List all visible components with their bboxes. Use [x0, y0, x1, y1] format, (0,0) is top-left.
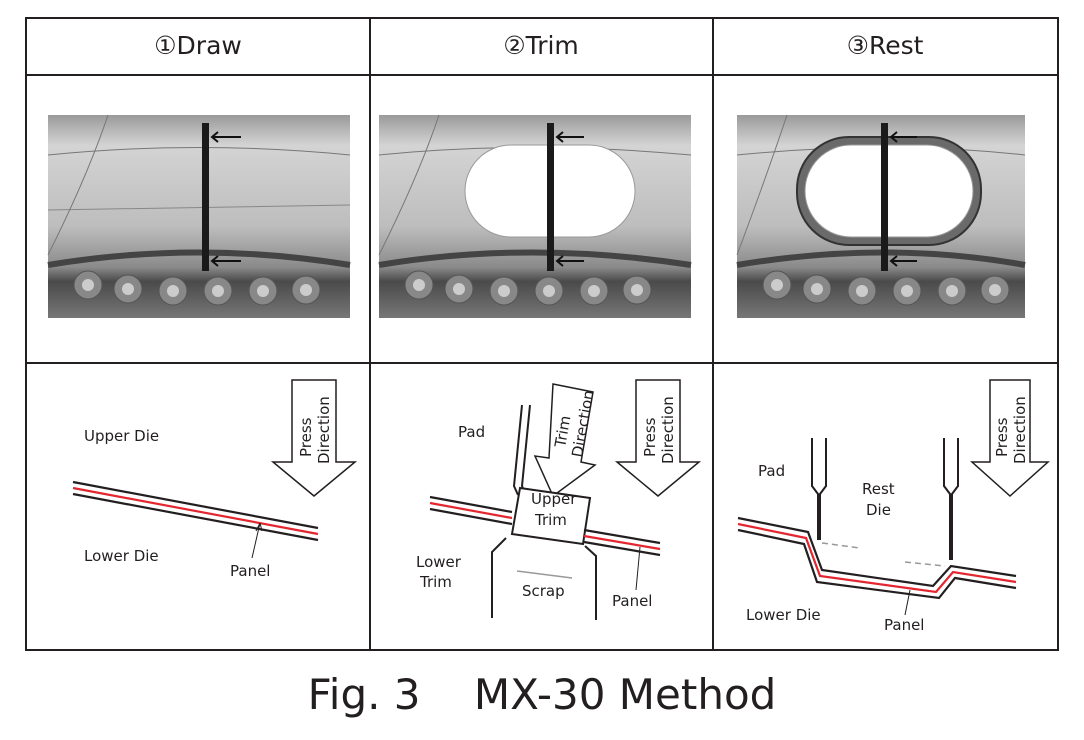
- trim-scrap-label: Scrap: [522, 582, 565, 600]
- diagram-trim: Press Direction Trim Direction Upper Tri…: [416, 379, 702, 620]
- photo-draw: [47, 114, 351, 318]
- panel-line: [72, 486, 319, 536]
- diagram-rest: Press Direction Pad Rest Die Lower Die P…: [737, 379, 1050, 634]
- header-trim: ②Trim: [503, 31, 579, 60]
- rest-panel-label: Panel: [884, 616, 924, 634]
- photo-rest: [736, 114, 1026, 318]
- trim-panel-label: Panel: [612, 592, 652, 610]
- rest-pad-label: Pad: [758, 462, 785, 480]
- draw-lower-die-label: Lower Die: [84, 547, 159, 565]
- trim-lower-label: Lower: [416, 553, 462, 571]
- header-draw: ①Draw: [154, 31, 242, 60]
- table-grid: [25, 17, 1059, 651]
- rest-direction-label: Direction: [1011, 396, 1029, 464]
- draw-press-label: Press: [297, 417, 315, 457]
- draw-upper-die-label: Upper Die: [84, 427, 159, 445]
- rest-lower-die-label: Lower Die: [746, 606, 821, 624]
- press-direction-arrow-draw: [270, 379, 358, 497]
- press-direction-arrow-trim: [614, 379, 702, 497]
- trim-press-label: Press: [641, 417, 659, 457]
- rest-die-label: Die: [866, 501, 891, 519]
- trim-lower-trim-label: Trim: [419, 573, 452, 591]
- draw-direction-label: Direction: [315, 396, 333, 464]
- photo-trim: [378, 114, 692, 318]
- trim-direction-label: Direction: [659, 396, 677, 464]
- trim-direction-arrow: [533, 383, 597, 498]
- trim-pad-label: Pad: [458, 423, 485, 441]
- die-line-upper: [72, 480, 319, 530]
- trim-upper-label: Upper: [531, 490, 577, 508]
- header-rest: ③Rest: [847, 31, 924, 60]
- trim-trim-label: Trim: [551, 414, 574, 450]
- die-line-lower: [72, 492, 319, 542]
- trim-upper-trim-label: Trim: [534, 511, 567, 529]
- diagram-draw: Press Direction Upper Die Lower Die Pane…: [72, 379, 358, 580]
- press-direction-arrow-rest: [970, 379, 1050, 498]
- draw-panel-label: Panel: [230, 562, 270, 580]
- rest-rest-label: Rest: [862, 480, 895, 498]
- upper-trim-block: [510, 486, 592, 546]
- figure-caption: Fig. 3 MX-30 Method: [307, 670, 777, 719]
- rest-press-label: Press: [993, 417, 1011, 457]
- panel-leader: [251, 522, 261, 559]
